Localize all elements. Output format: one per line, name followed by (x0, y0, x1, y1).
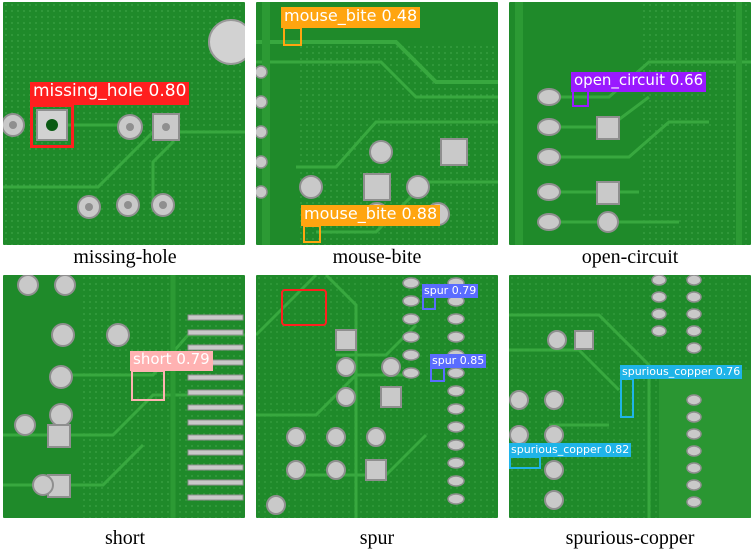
caption-mouse-bite: mouse-bite (332, 246, 422, 268)
pcb-image-short (3, 275, 245, 518)
pcb-image-missing-hole (3, 2, 245, 245)
detection-box (572, 90, 589, 107)
caption-short: short (105, 527, 145, 549)
detection-box (283, 27, 302, 46)
pcb-panel-open-circuit: open_circuit 0.66 (509, 2, 751, 245)
pcb-image-spur (256, 275, 498, 518)
detection-box (131, 370, 165, 401)
detection-box (303, 225, 321, 243)
caption-spur: spur (359, 527, 395, 549)
pcb-image-spurious-copper (509, 275, 751, 518)
detection-box (30, 104, 74, 148)
pcb-panel-mouse-bite: mouse_bite 0.48 mouse_bite 0.88 (256, 2, 498, 245)
pcb-panel-spurious-copper: spurious_copper 0.76 spurious_copper 0.8… (509, 275, 751, 518)
detection-label: missing_hole 0.80 (30, 82, 190, 105)
detection-label: spurious_copper 0.76 (620, 365, 743, 379)
detection-box (422, 296, 436, 310)
detection-label: mouse_bite 0.88 (301, 205, 441, 226)
detection-label: spurious_copper 0.82 (509, 443, 632, 457)
detection-box (430, 367, 445, 382)
detection-label: short 0.79 (130, 351, 213, 371)
caption-open-circuit: open-circuit (581, 246, 679, 268)
detection-box (509, 456, 541, 469)
detection-box (620, 378, 634, 418)
pcb-panel-spur: spur 0.79 spur 0.85 (256, 275, 498, 518)
pcb-panel-short: short 0.79 (3, 275, 245, 518)
pcb-panel-missing-hole: missing_hole 0.80 (3, 2, 245, 245)
detection-label: spur 0.79 (422, 284, 479, 298)
caption-missing-hole: missing-hole (73, 246, 177, 268)
detection-box (281, 289, 327, 326)
caption-spurious-copper: spurious-copper (565, 527, 695, 549)
detection-label: open_circuit 0.66 (571, 72, 707, 92)
detection-label: spur 0.85 (430, 354, 487, 368)
pcb-image-open-circuit (509, 2, 751, 245)
detection-label: mouse_bite 0.48 (281, 7, 421, 28)
